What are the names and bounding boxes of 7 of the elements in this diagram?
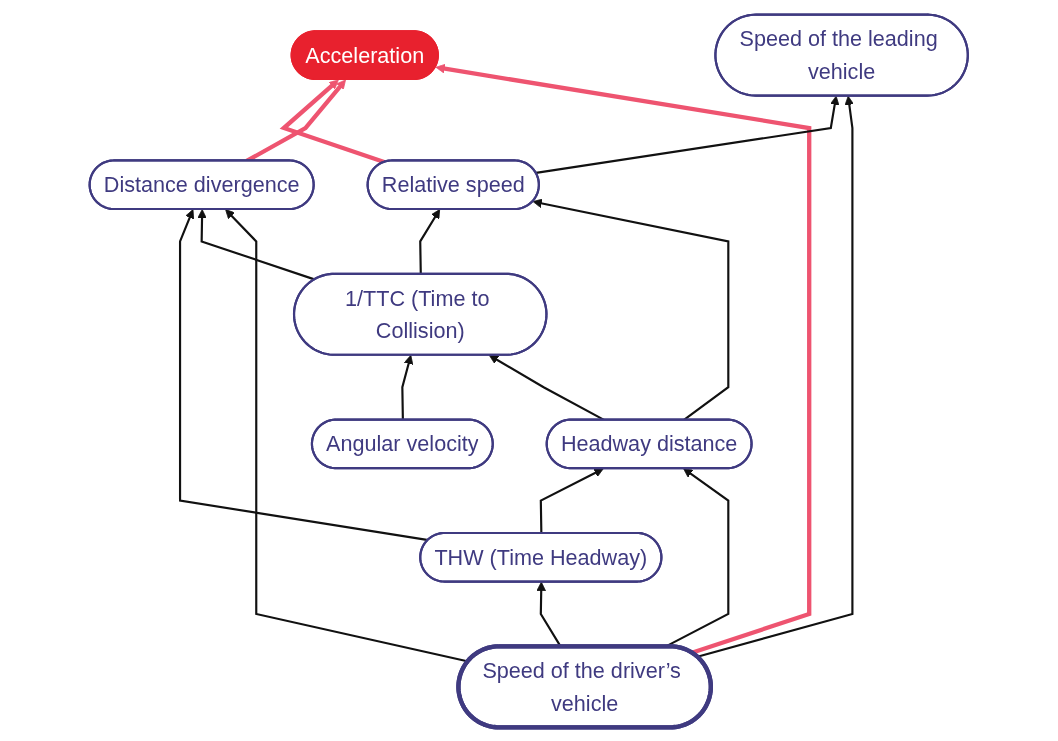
arrow bbox=[435, 63, 812, 655]
arrow bbox=[419, 208, 441, 274]
arrow bbox=[697, 95, 855, 658]
arrow bbox=[279, 79, 386, 164]
arrow bbox=[536, 95, 840, 174]
arrow bbox=[401, 354, 414, 420]
arrow bbox=[179, 208, 429, 541]
